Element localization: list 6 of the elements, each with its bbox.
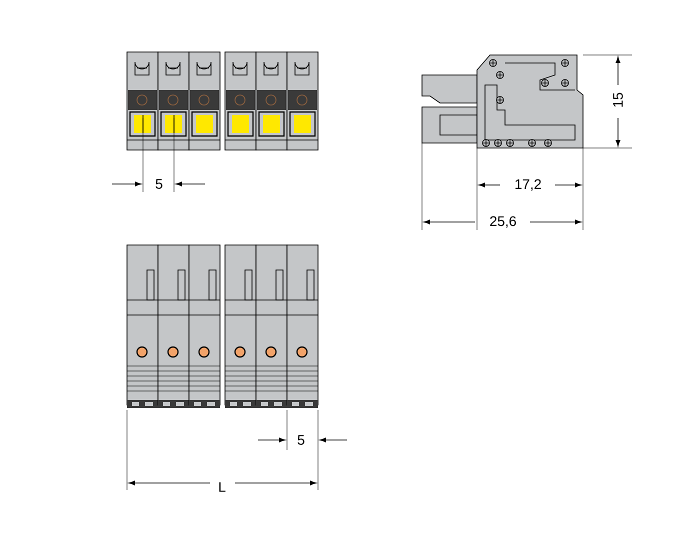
dimension-label: 5 — [296, 434, 306, 446]
dimension-label: 15 — [612, 90, 624, 110]
dimension-label: 17,2 — [512, 178, 544, 192]
dimension-label: L — [216, 480, 228, 494]
dimension-label: 25,6 — [488, 214, 518, 230]
dimension-label: 5 — [154, 178, 164, 190]
